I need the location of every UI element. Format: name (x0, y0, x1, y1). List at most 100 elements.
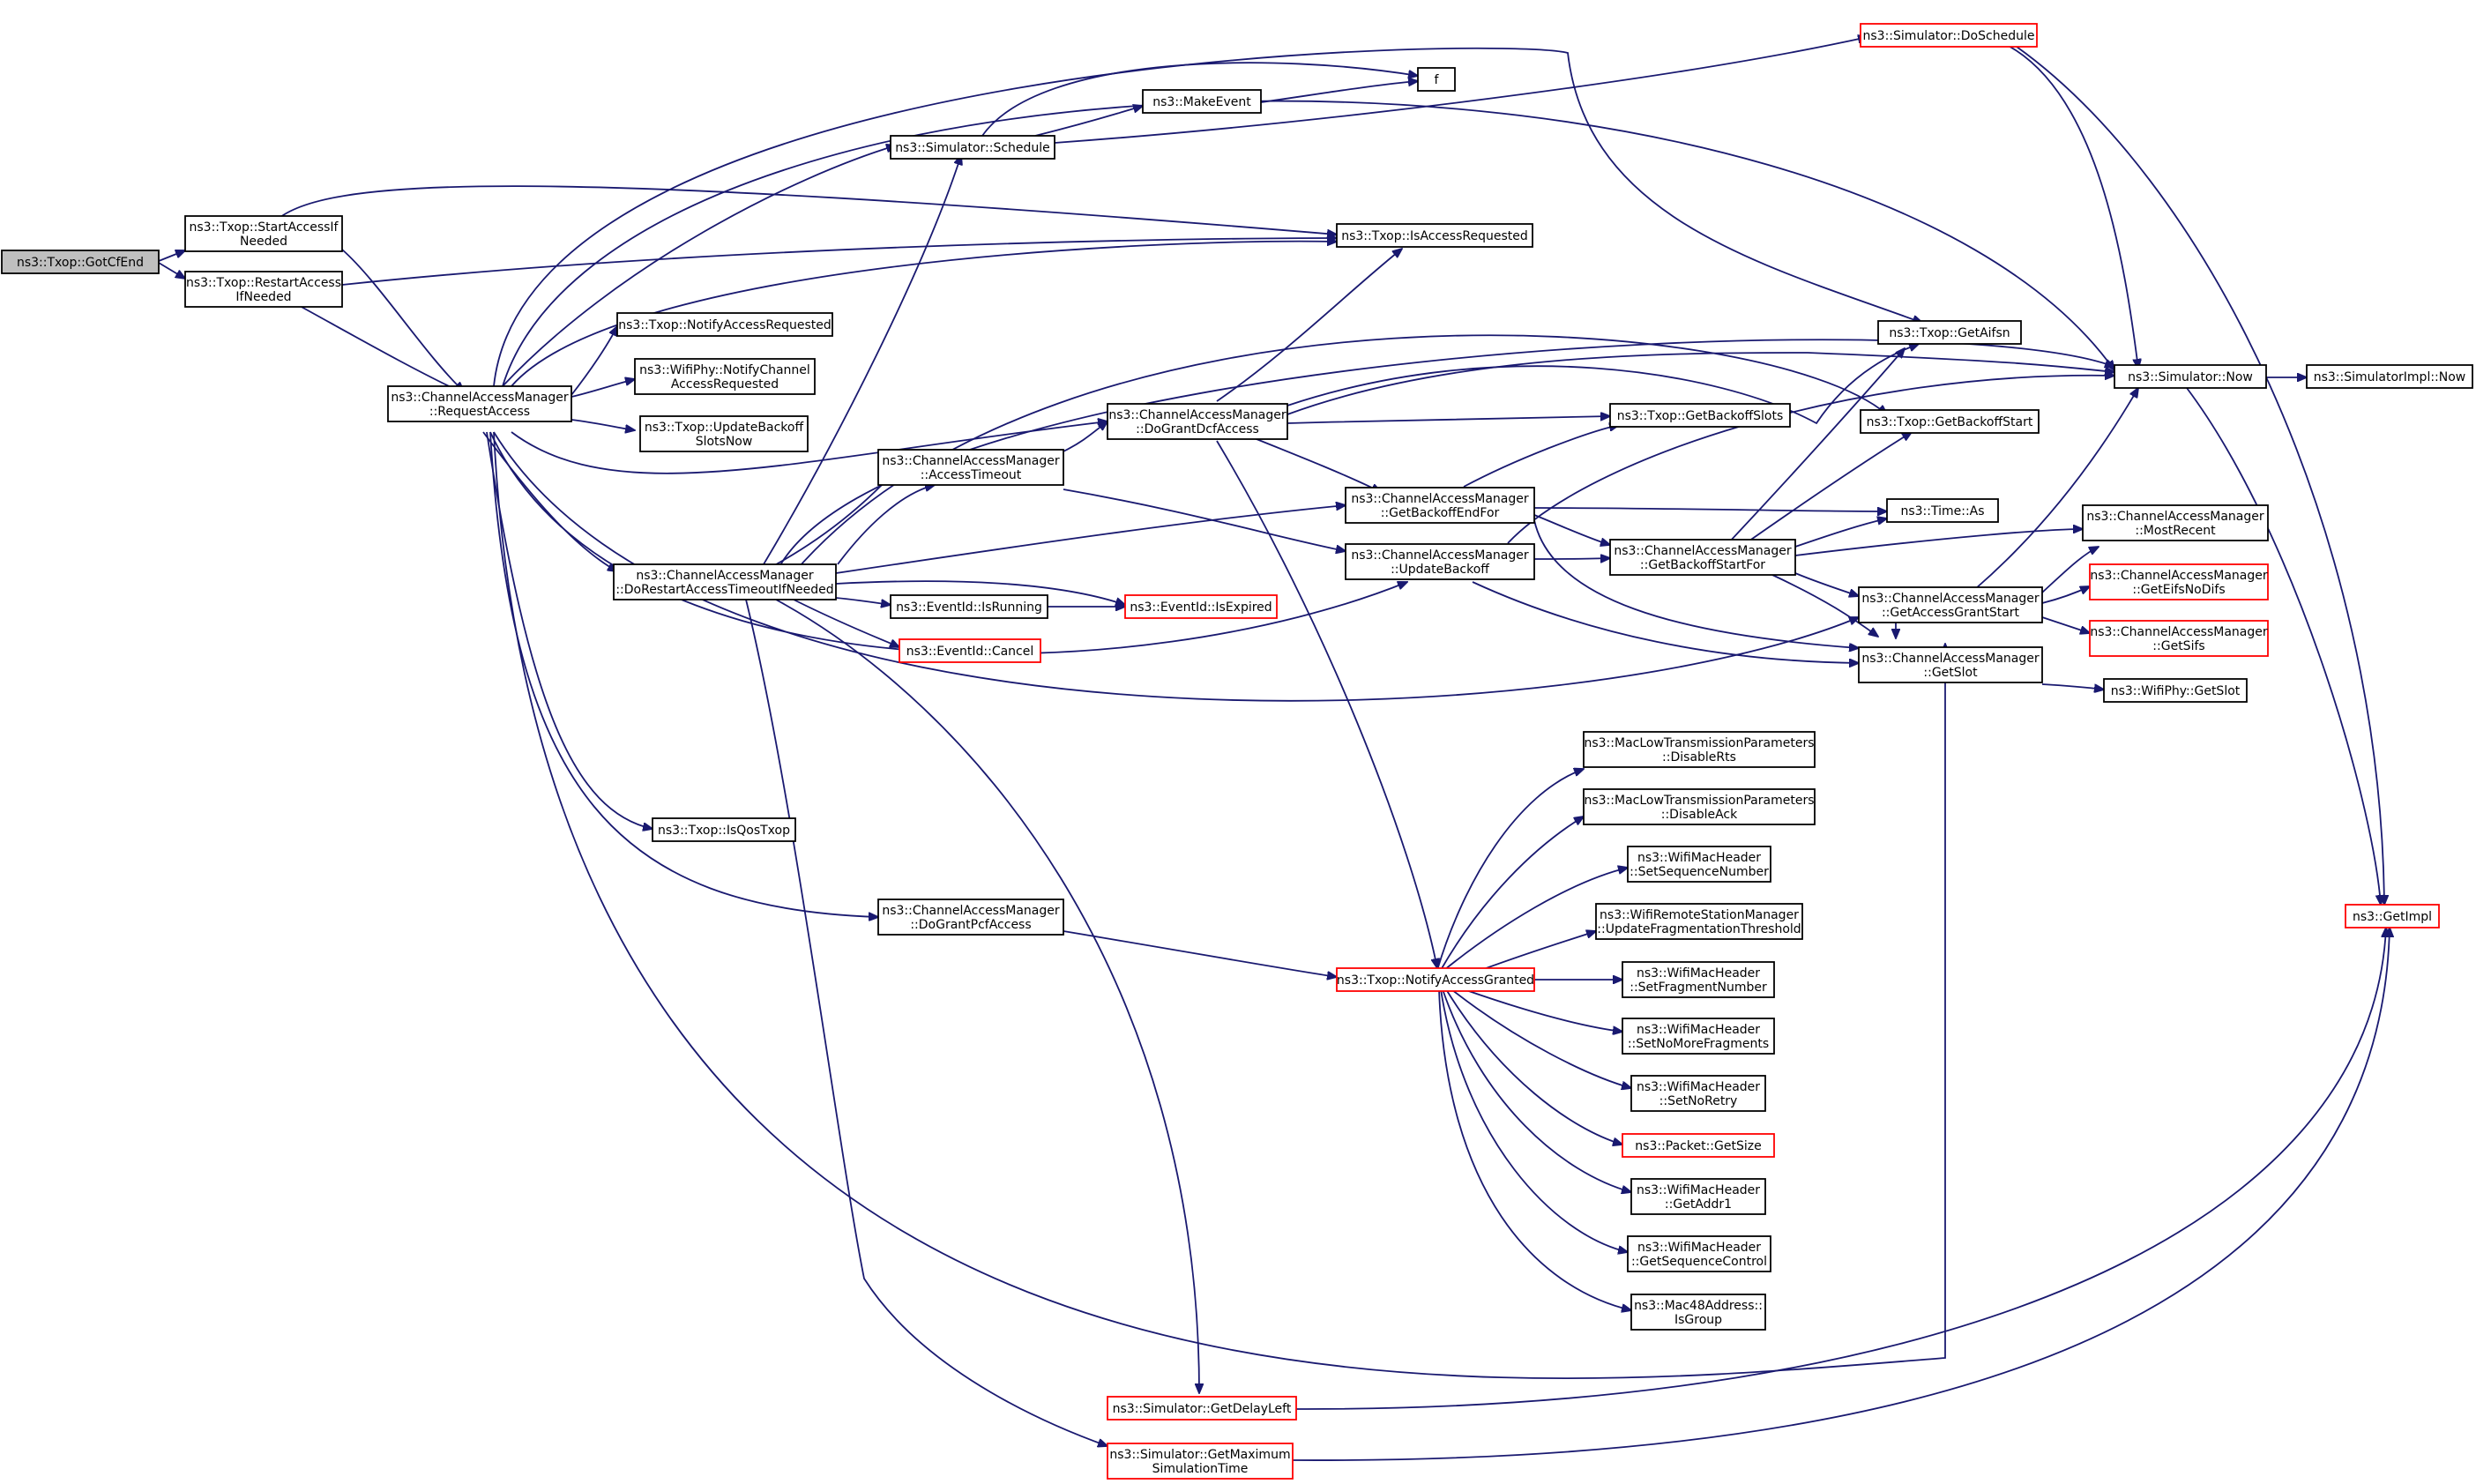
getimpl-label-0: ns3::GetImpl (2353, 910, 2432, 924)
startaccess-box (184, 215, 343, 252)
getdelayleft-label-0: ns3::Simulator::GetDelayLeft (1113, 1402, 1292, 1416)
node-doschedule[interactable]: ns3::Simulator::DoSchedule (1860, 23, 2038, 48)
node-disableack[interactable]: ns3::MacLowTransmissionParameters::Disab… (1583, 788, 1816, 825)
node-timeas[interactable]: ns3::Time::As (1886, 498, 1999, 523)
edge-requestaccess-updatebackoff (489, 431, 1407, 655)
node-getbackoffslots[interactable]: ns3::Txop::GetBackoffSlots (1609, 403, 1791, 428)
doschedule-box (1860, 23, 2038, 48)
node-geteifsnodifs[interactable]: ns3::ChannelAccessManager::GetEifsNoDifs (2089, 563, 2269, 600)
edge-requestaccess-updatebackoffslotsnow (571, 419, 635, 430)
node-dograntdcf[interactable]: ns3::ChannelAccessManager::DoGrantDcfAcc… (1107, 403, 1288, 440)
node-isgroup[interactable]: ns3::Mac48Address::IsGroup (1630, 1294, 1766, 1331)
accesstimeout-label-1: ::AccessTimeout (921, 468, 1022, 482)
node-gotcfend[interactable]: ns3::Txop::GotCfEnd (1, 250, 160, 274)
node-wifiphynotify[interactable]: ns3::WifiPhy::NotifyChannelAccessRequest… (634, 358, 816, 395)
node-updatebackoff[interactable]: ns3::ChannelAccessManager::UpdateBackoff (1345, 543, 1535, 580)
node-setseqnum[interactable]: ns3::WifiMacHeader::SetSequenceNumber (1627, 846, 1771, 883)
edge-getbackoffstartfor-getaccessgrantstart (1794, 572, 1859, 596)
node-getseqctrl[interactable]: ns3::WifiMacHeader::GetSequenceControl (1627, 1235, 1771, 1272)
edge-getaccessgrantstart-getsifs (2041, 616, 2090, 633)
node-notifyaccessgranted[interactable]: ns3::Txop::NotifyAccessGranted (1336, 967, 1535, 992)
updatebackoffslotsnow-label-0: ns3::Txop::UpdateBackoff (645, 421, 804, 435)
node-getsifs[interactable]: ns3::ChannelAccessManager::GetSifs (2089, 620, 2269, 657)
edge-getaccessgrantstart-mostrecent (2041, 547, 2099, 593)
node-updatefrag[interactable]: ns3::WifiRemoteStationManager::UpdateFra… (1595, 903, 1803, 940)
f-label-0: f (1435, 73, 1440, 87)
setnomorefrag-box (1622, 1018, 1775, 1055)
node-accesstimeout[interactable]: ns3::ChannelAccessManager::AccessTimeout (877, 449, 1064, 486)
accesstimeout-box (877, 449, 1064, 486)
node-setfragnum[interactable]: ns3::WifiMacHeader::SetFragmentNumber (1622, 961, 1775, 998)
edge-getbackoffstartfor-getaifsn (1727, 348, 1905, 544)
node-isrunning[interactable]: ns3::EventId::IsRunning (890, 594, 1048, 619)
edge-doschedule-now (2001, 41, 2138, 369)
isgroup-box (1630, 1294, 1766, 1331)
edge-getbackoffstartfor-getbackoffstart (1745, 432, 1912, 544)
edge-nag-getseqctrl (1440, 988, 1628, 1252)
edge-dograntdcf-getbackoffendfor (1251, 436, 1381, 492)
node-disablerts[interactable]: ns3::MacLowTransmissionParameters::Disab… (1583, 731, 1816, 768)
isrunning-box (890, 594, 1048, 619)
node-now[interactable]: ns3::Simulator::Now (2114, 364, 2267, 389)
updatefrag-box (1595, 903, 1803, 940)
isexpired-box (1124, 594, 1278, 619)
edge-getaccessgrantstart-now (1974, 388, 2138, 590)
getimpl-box (2345, 904, 2440, 928)
node-requestaccess[interactable]: ns3::ChannelAccessManager::RequestAccess (387, 385, 572, 422)
node-schedule[interactable]: ns3::Simulator::Schedule (890, 135, 1055, 160)
disablerts-label-0: ns3::MacLowTransmissionParameters (1584, 736, 1814, 750)
packetgetsize-label-0: ns3::Packet::GetSize (1635, 1139, 1761, 1153)
node-isaccessrequested[interactable]: ns3::Txop::IsAccessRequested (1336, 223, 1533, 248)
node-mostrecent[interactable]: ns3::ChannelAccessManager::MostRecent (2082, 504, 2269, 541)
isgroup-label-1: IsGroup (1674, 1313, 1722, 1327)
node-dograntpcf[interactable]: ns3::ChannelAccessManager::DoGrantPcfAcc… (877, 899, 1064, 936)
node-implnow[interactable]: ns3::SimulatorImpl::Now (2306, 364, 2473, 389)
node-notifyaccessrequested[interactable]: ns3::Txop::NotifyAccessRequested (616, 312, 833, 337)
edges (158, 37, 2390, 1461)
getaddr1-label-0: ns3::WifiMacHeader (1637, 1183, 1760, 1197)
node-getbackoffstartfor[interactable]: ns3::ChannelAccessManager::GetBackoffSta… (1609, 539, 1796, 576)
node-getaccessgrantstart[interactable]: ns3::ChannelAccessManager::GetAccessGran… (1858, 586, 2043, 623)
node-phygetslot[interactable]: ns3::WifiPhy::GetSlot (2103, 678, 2248, 703)
node-getaifsn[interactable]: ns3::Txop::GetAifsn (1877, 320, 2022, 345)
edge-dograntdcf-now (1286, 352, 2114, 415)
edge-requestaccess-dorestart (482, 431, 617, 571)
doschedule-label-0: ns3::Simulator::DoSchedule (1863, 29, 2035, 43)
node-getaddr1[interactable]: ns3::WifiMacHeader::GetAddr1 (1630, 1178, 1766, 1215)
node-cancel[interactable]: ns3::EventId::Cancel (899, 638, 1041, 663)
setnomorefrag-label-0: ns3::WifiMacHeader (1637, 1023, 1760, 1037)
node-setnoretry[interactable]: ns3::WifiMacHeader::SetNoRetry (1630, 1075, 1766, 1112)
edge-schedule-f (981, 62, 1418, 137)
node-getimpl[interactable]: ns3::GetImpl (2345, 904, 2440, 928)
getbackoffendfor-box (1345, 487, 1535, 524)
node-dorestart[interactable]: ns3::ChannelAccessManager::DoRestartAcce… (613, 563, 837, 600)
edge-updatebackoff-getslot (1472, 581, 1859, 663)
edge-getbackoffstartfor-mostrecent (1794, 529, 2083, 556)
restartaccess-label-0: ns3::Txop::RestartAccess (186, 276, 341, 290)
edge-nag-packetgetsize (1445, 988, 1622, 1145)
disableack-label-1: ::DisableAck (1661, 808, 1738, 822)
node-packetgetsize[interactable]: ns3::Packet::GetSize (1622, 1133, 1775, 1158)
node-getbackoffendfor[interactable]: ns3::ChannelAccessManager::GetBackoffEnd… (1345, 487, 1535, 524)
edge-nag-isgroup (1438, 988, 1631, 1310)
node-getslot[interactable]: ns3::ChannelAccessManager::GetSlot (1858, 646, 2043, 683)
edge-dorestart-isrunning (835, 597, 891, 605)
node-makeevent[interactable]: ns3::MakeEvent (1142, 89, 1262, 114)
node-isqostxop[interactable]: ns3::Txop::IsQosTxop (652, 817, 796, 842)
node-isexpired[interactable]: ns3::EventId::IsExpired (1124, 594, 1278, 619)
edge-restartaccess-requestaccess (299, 305, 464, 393)
edge-dorestart-cancel (793, 599, 899, 647)
node-setnomorefrag[interactable]: ns3::WifiMacHeader::SetNoMoreFragments (1622, 1018, 1775, 1055)
getsifs-box (2089, 620, 2269, 657)
node-f[interactable]: f (1417, 67, 1456, 92)
getslot-label-0: ns3::ChannelAccessManager (1861, 652, 2040, 666)
getbackoffstartfor-label-1: ::GetBackoffStartFor (1640, 558, 1765, 572)
node-getdelayleft[interactable]: ns3::Simulator::GetDelayLeft (1107, 1396, 1297, 1421)
setnoretry-box (1630, 1075, 1766, 1112)
node-getbackoffstart[interactable]: ns3::Txop::GetBackoffStart (1860, 409, 2040, 434)
updatefrag-label-1: ::UpdateFragmentationThreshold (1597, 922, 1801, 936)
